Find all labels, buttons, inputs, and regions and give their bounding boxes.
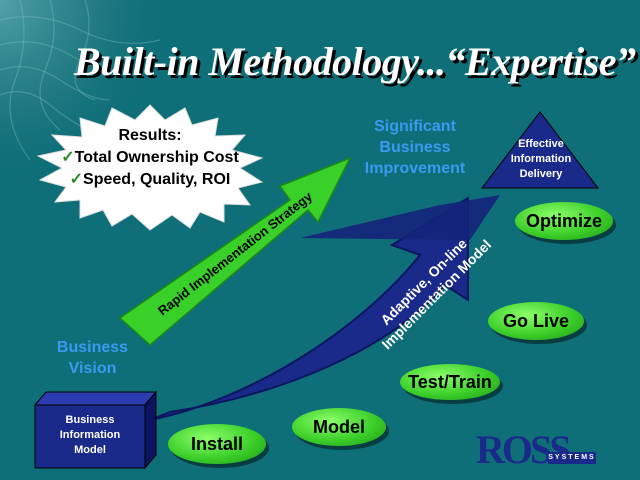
stage-label: Test/Train — [408, 371, 492, 392]
stage-label: Go Live — [502, 310, 569, 331]
slide-title: Built-in Methodology...“Expertise” — [74, 39, 636, 84]
stage-model: Model — [292, 408, 386, 446]
effective-delivery-triangle — [480, 111, 600, 189]
check-icon: ✓ — [69, 171, 84, 188]
business-vision-line: Vision — [68, 360, 117, 377]
results-item-text: Speed, Quality, ROI — [83, 171, 231, 188]
significant-line: Business — [379, 139, 451, 156]
cube-label: Business Information Model — [40, 413, 140, 458]
stage-label: Optimize — [525, 210, 602, 231]
stage-install: Install — [168, 424, 266, 464]
stage-label: Model — [313, 416, 365, 437]
results-box: Results: ✓Total Ownership Cost ✓Speed, Q… — [40, 125, 260, 191]
results-starburst — [36, 104, 264, 231]
check-icon: ✓ — [61, 149, 75, 166]
results-item-2: ✓Speed, Quality, ROI — [40, 169, 260, 191]
triangle-label: Effective Information Delivery — [496, 137, 586, 182]
business-information-cube — [34, 404, 146, 469]
stage-go-live: Go Live — [488, 302, 584, 340]
triangle-line: Information — [510, 153, 572, 165]
cube-line: Business — [65, 414, 115, 426]
triangle-line: Delivery — [519, 168, 563, 180]
significant-line: Significant — [374, 118, 456, 135]
significant-line: Improvement — [364, 160, 466, 177]
results-item-text: Total Ownership Cost — [74, 149, 239, 166]
ross-logo-systems: SYSTEMS — [548, 452, 596, 464]
business-vision-label: Business Vision — [45, 337, 140, 379]
results-item-1: ✓Total Ownership Cost — [40, 147, 260, 169]
triangle-line: Effective — [518, 138, 564, 150]
stage-optimize: Optimize — [515, 202, 613, 240]
cube-line: Information — [59, 429, 121, 441]
stage-label: Install — [190, 433, 243, 454]
stage-test-train: Test/Train — [400, 364, 500, 400]
rapid-strategy-arrow — [118, 156, 352, 346]
ross-logo: ROSS — [476, 427, 571, 472]
significant-improvement-label: Significant Business Improvement — [360, 116, 470, 179]
cube-line: Model — [74, 444, 106, 456]
results-heading: Results: — [118, 127, 182, 144]
business-vision-line: Business — [56, 339, 129, 356]
